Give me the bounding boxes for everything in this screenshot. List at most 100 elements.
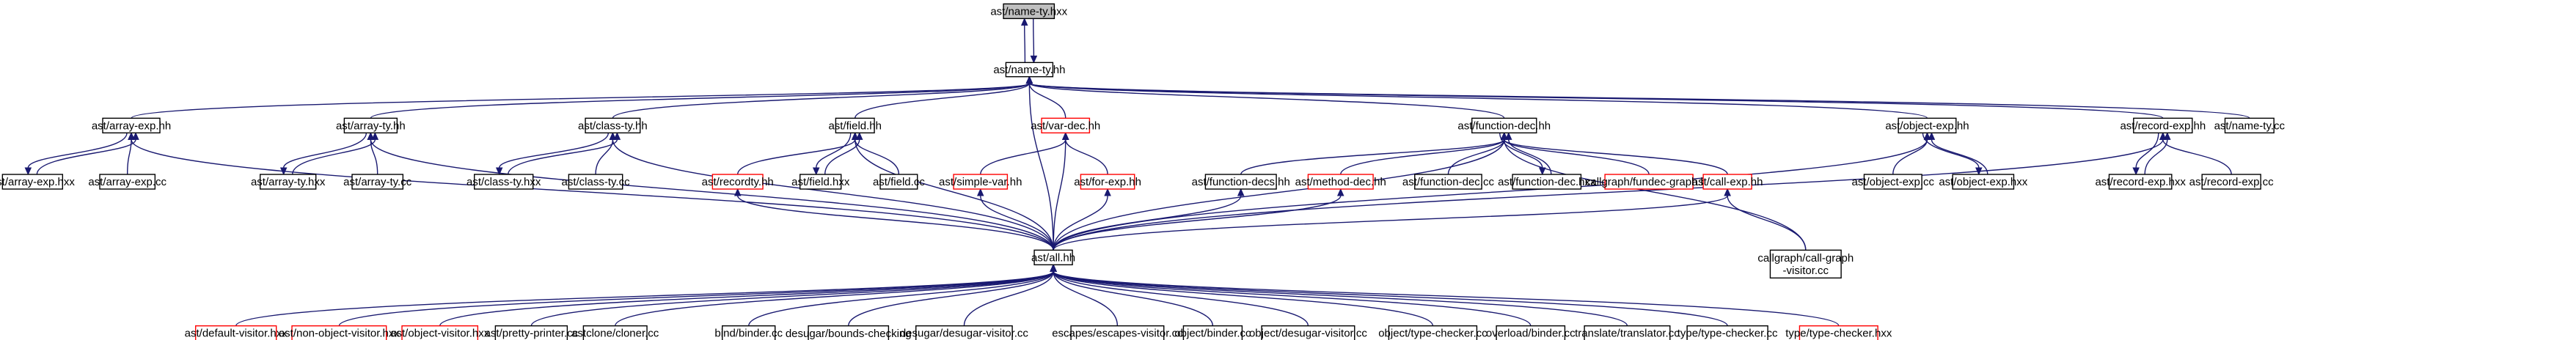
- node-array-ty-hxx[interactable]: ast/array-ty.hxx: [251, 174, 326, 190]
- node-class-ty-hxx[interactable]: ast/class-ty.hxx: [466, 174, 541, 190]
- edge-line: [1053, 271, 1309, 326]
- node-label: ast/name-ty.hxx: [990, 5, 1067, 18]
- node-box: [1003, 3, 1055, 20]
- edge-array-exp-hh-to-name-ty-hh: [131, 75, 1033, 119]
- node-array-exp-cc[interactable]: ast/array-exp.cc: [88, 174, 167, 190]
- node-field-hxx[interactable]: ast/field.hxx: [791, 174, 850, 190]
- edge-arrowhead: [1724, 188, 1731, 196]
- node-function-dec-cc[interactable]: ast/function-dec.cc: [1402, 174, 1495, 190]
- edge-arrowhead: [132, 132, 139, 140]
- node-label: ast/default-visitor.hxx: [185, 328, 288, 340]
- edge-call-exp-hh-to-function-dec-hh: [1500, 132, 1728, 175]
- node-box: [1686, 325, 1768, 340]
- node-type-checker-cc[interactable]: type/type-checker.cc: [1677, 325, 1778, 340]
- node-cloner-cc[interactable]: astclone/cloner.cc: [571, 325, 659, 340]
- node-type-checker-hxx[interactable]: type/type-checker.hxx: [1785, 325, 1892, 340]
- node-call-graph-visitor-cc[interactable]: callgraph/call-graph-visitor.cc: [1757, 249, 1854, 279]
- node-escapes-visitor-cc[interactable]: escapes/escapes-visitor.cc: [1052, 325, 1183, 340]
- node-var-dec-hh[interactable]: ast/var-dec.hh: [1031, 117, 1100, 134]
- edge-line: [595, 139, 614, 175]
- node-label: ast/array-exp.cc: [88, 176, 167, 188]
- node-name-ty-hxx[interactable]: ast/name-ty.hxx: [990, 3, 1068, 20]
- node-array-exp-hxx[interactable]: ast/array-exp.hxx: [0, 174, 75, 190]
- edge-line: [1340, 138, 1505, 175]
- node-object-exp-cc[interactable]: ast/object-exp.cc: [1852, 174, 1935, 190]
- node-non-object-visitor-hxx[interactable]: ast/non-object-visitor.hxx: [279, 325, 400, 340]
- node-record-exp-hh[interactable]: ast/record-exp.hh: [2120, 117, 2206, 134]
- node-class-ty-hh[interactable]: ast/class-ty.hh: [578, 117, 648, 134]
- node-box: [291, 325, 387, 340]
- edge-arrowhead: [1050, 264, 1057, 272]
- node-name-ty-hh[interactable]: ast/name-ty.hh: [993, 62, 1065, 78]
- edge-arrowhead: [1020, 18, 1028, 26]
- node-record-exp-cc[interactable]: ast/record-exp.cc: [2189, 174, 2275, 190]
- edge-array-ty-hxx-to-array-ty-hh: [291, 132, 379, 175]
- node-object-exp-hxx[interactable]: ast/object-exp.hxx: [1939, 174, 2028, 190]
- node-desugar-visitor-cc[interactable]: desugar/desugar-visitor.cc: [900, 325, 1029, 340]
- node-translator-cc[interactable]: translate/translator.cc: [1575, 325, 1680, 340]
- node-box: [2201, 174, 2261, 190]
- edge-line: [612, 83, 1031, 119]
- node-record-exp-hxx[interactable]: ast/record-exp.hxx: [2095, 174, 2186, 190]
- edge-escapes-visitor-cc-to-all-hh: [1050, 264, 1119, 326]
- node-method-dec-hh[interactable]: ast/method-dec.hh: [1295, 174, 1386, 190]
- edge-line: [816, 133, 852, 169]
- edge-line: [1053, 271, 1214, 326]
- edge-line: [1028, 83, 1928, 119]
- node-pretty-printer-cc[interactable]: ast/pretty-printer.cc: [485, 325, 579, 340]
- node-field-cc[interactable]: ast/field.cc: [873, 174, 925, 190]
- node-simple-var-hh[interactable]: ast/simple-var.hh: [939, 174, 1022, 190]
- node-box: [2108, 174, 2173, 190]
- node-function-decs-hh[interactable]: ast/function-decs.hh: [1192, 174, 1290, 190]
- node-box: [1307, 174, 1374, 190]
- node-array-ty-cc[interactable]: ast/array-ty.cc: [343, 174, 412, 190]
- node-all-hh[interactable]: ast/all.hh: [1031, 249, 1075, 266]
- node-object-visitor-hxx[interactable]: ast/object-visitor.hxx: [390, 325, 490, 340]
- nodes-layer: ast/name-ty.hxx ast/name-ty.hh ast/array-e…: [0, 3, 2286, 340]
- node-overload-binder-cc[interactable]: overload/binder.cc: [1486, 325, 1576, 340]
- node-function-dec-hh[interactable]: ast/function-dec.hh: [1457, 117, 1551, 134]
- node-default-visitor-hxx[interactable]: ast/default-visitor.hxx: [185, 325, 288, 340]
- node-bind-binder-cc[interactable]: bind/binder.cc: [714, 325, 783, 340]
- edge-line: [824, 139, 860, 175]
- edge-field-hh-to-name-ty-hh: [855, 75, 1033, 119]
- node-box: [473, 174, 534, 190]
- node-object-desugar-visitor-cc[interactable]: object/desugar-visitor.cc: [1249, 325, 1367, 340]
- node-box: [808, 325, 890, 340]
- edge-translator-cc-to-all-hh: [1050, 264, 1628, 326]
- node-function-dec-hxx[interactable]: ast/function-dec.hxx: [1498, 174, 1596, 190]
- node-label: ast/call-exp.hh: [1692, 176, 1763, 188]
- node-label: -visitor.cc: [1783, 265, 1829, 277]
- edge-overload-binder-cc-to-all-hh: [1050, 264, 1532, 326]
- node-label: ast/record-exp.cc: [2189, 176, 2275, 188]
- node-label: ast/field.hh: [828, 119, 882, 132]
- edge-line: [1053, 195, 1728, 251]
- node-box: [1863, 174, 1922, 190]
- node-for-exp-hh[interactable]: ast/for-exp.hh: [1074, 174, 1141, 190]
- edge-line: [370, 139, 1054, 251]
- edge-arrowhead: [2132, 167, 2140, 176]
- node-name-ty-cc[interactable]: ast/name-ty.cc: [2214, 117, 2286, 134]
- node-array-ty-hh[interactable]: ast/array-ty.hh: [336, 117, 406, 134]
- node-label: desugar/desugar-visitor.cc: [900, 328, 1029, 340]
- node-box: [1496, 325, 1566, 340]
- node-object-exp-hh[interactable]: ast/object-exp.hh: [1885, 117, 1969, 134]
- node-object-type-checker-cc[interactable]: object/type-checker.cc: [1378, 325, 1488, 340]
- node-class-ty-cc[interactable]: ast/class-ty.cc: [562, 174, 631, 190]
- node-bounds-checking-visitor-cc[interactable]: desugar/bounds-checking-visitor.cc: [786, 325, 912, 340]
- node-field-hh[interactable]: ast/field.hh: [828, 117, 882, 134]
- node-fundec-graph-hh[interactable]: callgraph/fundec-graph.hh: [1585, 174, 1713, 190]
- node-recordty-hh[interactable]: ast/recordty.hh: [702, 174, 774, 190]
- edge-type-checker-cc-to-all-hh: [1050, 264, 1728, 326]
- node-label: ast/class-ty.hxx: [466, 176, 541, 188]
- node-box: [1388, 325, 1478, 340]
- node-array-exp-hh[interactable]: ast/array-exp.hh: [92, 117, 171, 134]
- node-call-exp-hh[interactable]: ast/call-exp.hh: [1692, 174, 1763, 190]
- node-label: ast/method-dec.hh: [1295, 176, 1386, 188]
- node-box: [1584, 325, 1671, 340]
- edge-class-ty-hh-to-name-ty-hh: [612, 75, 1033, 119]
- edge-name-ty-hxx-to-name-ty-hh: [1030, 18, 1038, 64]
- edges-layer: [24, 18, 2250, 327]
- node-object-binder-cc[interactable]: object/binder.cc: [1174, 325, 1251, 340]
